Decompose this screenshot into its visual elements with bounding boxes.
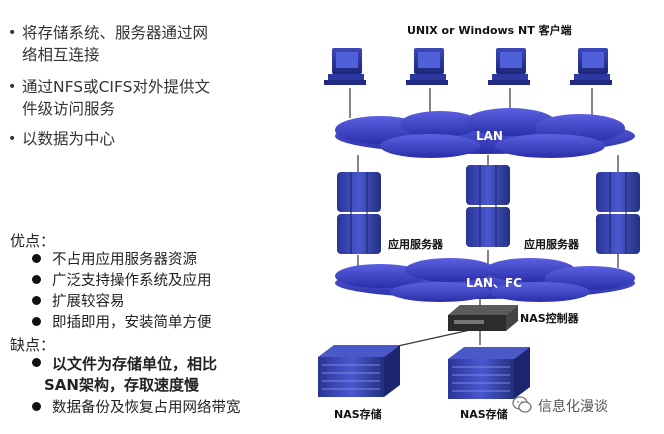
nas-controller-label: NAS控制器 <box>520 311 580 325</box>
nas-storage <box>448 347 530 399</box>
app-server-label: 应用服务器 <box>388 237 444 251</box>
bullet-text: 以数据为中心 <box>22 130 116 148</box>
client-computer <box>488 48 530 85</box>
client-computer <box>324 48 366 85</box>
wechat-icon <box>512 396 532 413</box>
lan-label: LAN <box>476 129 503 143</box>
pros-title: 优点： <box>10 232 56 250</box>
bullet-text: 通过NFS或CIFS对外提供文 <box>22 78 210 96</box>
cons-item: 数据备份及恢复占用网络带宽 <box>32 398 241 418</box>
cons-item: 以文件为存储单位，相比 <box>32 354 217 374</box>
clients-label: UNIX or Windows NT 客户端 <box>407 23 572 37</box>
bullet-dot-icon <box>32 358 41 367</box>
cons-title: 缺点： <box>10 336 56 354</box>
client-computer <box>406 48 448 85</box>
lan-cloud: LAN <box>335 108 635 158</box>
text-panel: • 将存储系统、服务器通过网 络相互连接 • 通过NFS或CIFS对外提供文 件… <box>0 0 300 434</box>
pros-item: 广泛支持操作系统及应用 <box>32 271 212 291</box>
nas-storage-label: NAS存储 <box>334 407 382 421</box>
lan-fc-label: LAN、FC <box>466 276 522 290</box>
bullet-dot-icon <box>32 317 41 326</box>
nas-controller <box>448 305 518 331</box>
cons-item-continued: SAN架构，存取速度慢 <box>44 376 199 394</box>
pros-item: 扩展较容易 <box>32 292 125 312</box>
client-computer <box>570 48 612 85</box>
watermark-text: 信息化漫谈 <box>538 399 608 415</box>
bullet-dot-icon: • <box>8 25 17 41</box>
pros-item: 不占用应用服务器资源 <box>32 250 197 270</box>
app-server-label: 应用服务器 <box>524 237 580 251</box>
bullet-dot-icon <box>32 254 41 263</box>
nas-storage-label: NAS存储 <box>460 407 508 421</box>
bullet-dot-icon <box>32 402 41 411</box>
bullet-dot-icon: • <box>8 79 17 95</box>
nas-storage <box>318 345 400 397</box>
bullet-text: 将存储系统、服务器通过网 <box>22 24 209 42</box>
app-server <box>466 165 510 247</box>
bullet-text: 络相互连接 <box>22 46 100 64</box>
pros-item: 即插即用，安装简单方便 <box>32 313 212 333</box>
lan-fc-cloud: LAN、FC <box>335 258 635 302</box>
bullet-nfs: • 通过NFS或CIFS对外提供文 件级访问服务 <box>8 76 210 120</box>
bullet-text: 件级访问服务 <box>22 100 116 118</box>
bullet-dot-icon: • <box>8 131 17 147</box>
bullet-dot-icon <box>32 296 41 305</box>
app-server <box>337 172 381 254</box>
bullet-dot-icon <box>32 275 41 284</box>
bullet-data-centric: • 以数据为中心 <box>8 128 116 150</box>
app-server <box>596 172 640 254</box>
bullet-connect: • 将存储系统、服务器通过网 络相互连接 <box>8 22 209 66</box>
